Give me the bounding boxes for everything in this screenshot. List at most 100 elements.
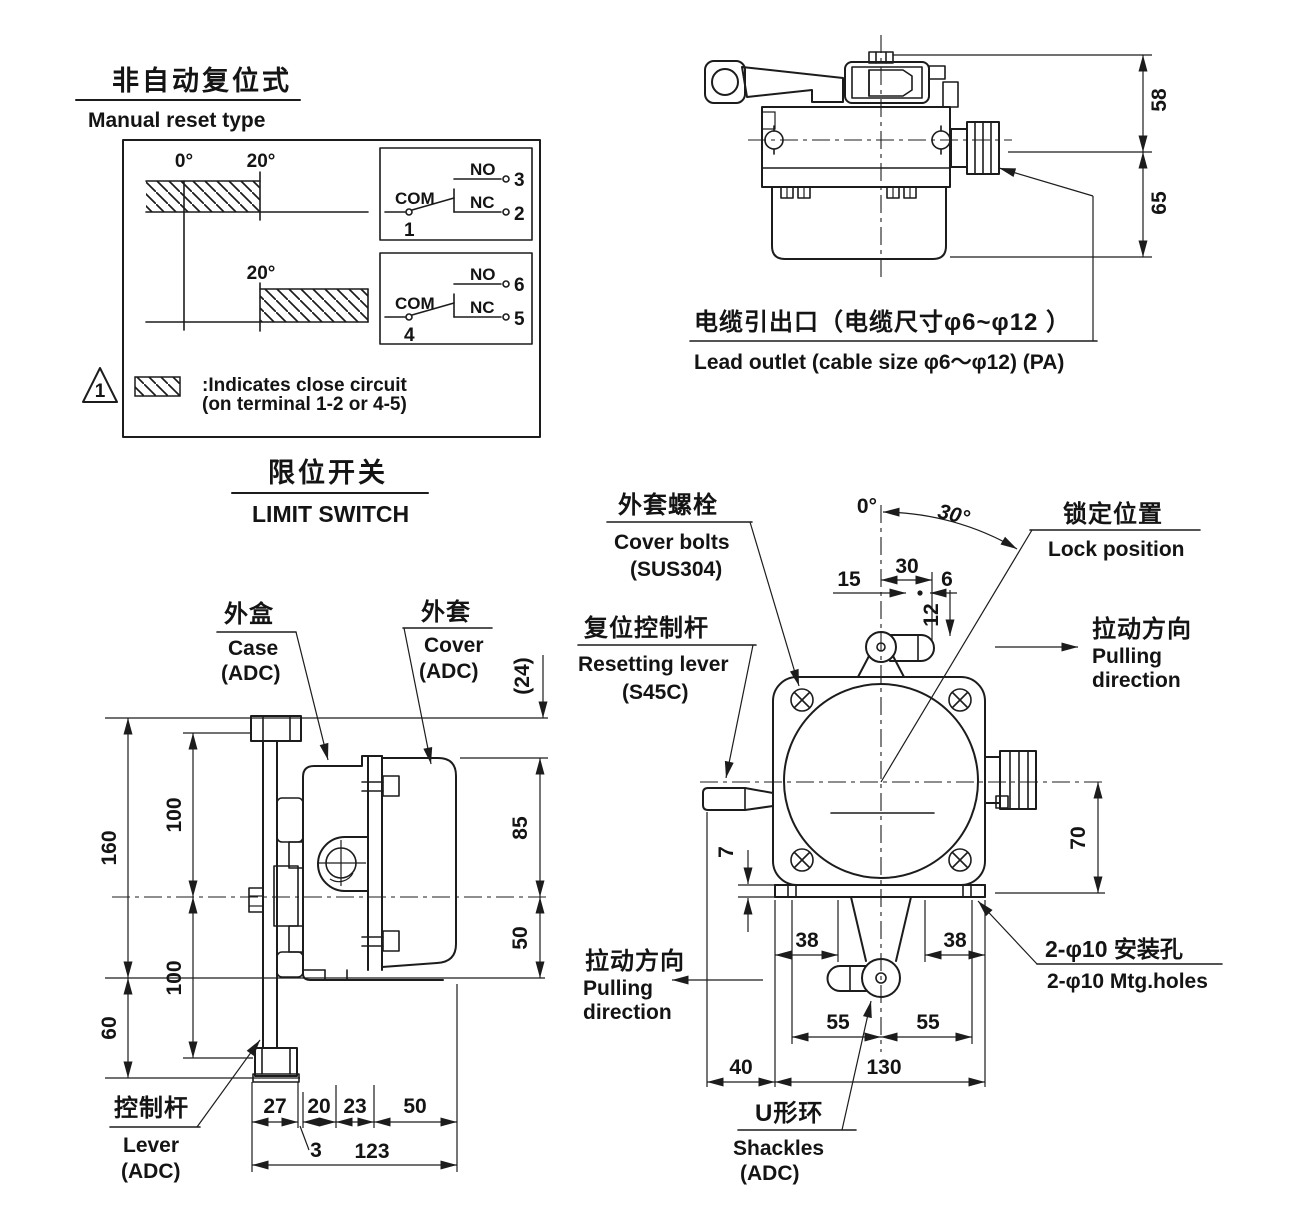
front-view-mounting-plate (774, 884, 986, 898)
cover-label: 外套 Cover (ADC) (402, 598, 493, 765)
lead-outlet-cn: 电缆引出口（电缆尺寸φ6~φ12 ） (694, 308, 1071, 336)
dim-40: 40 (729, 1056, 752, 1079)
lock-position-cn: 锁定位置 (1063, 500, 1163, 528)
mtg-holes-cn: 2-φ10 安装孔 (1045, 936, 1183, 962)
pulling-right-en2: direction (1092, 669, 1181, 692)
front-view-top-lever (857, 631, 935, 678)
dim-70: 70 (1067, 826, 1090, 849)
dim-130: 130 (866, 1056, 901, 1079)
case-label-en: Case (228, 637, 278, 660)
section-title: 限位开关 LIMIT SWITCH (231, 457, 429, 527)
cover-label-en: Cover (424, 634, 484, 657)
angle-20-label-2: 20° (247, 263, 276, 284)
manual-reset-title-cn: 非自动复位式 (112, 65, 292, 96)
dim-12: 12 (920, 603, 943, 626)
dim-100b: 100 (163, 960, 186, 995)
resetting-lever-label: 复位控制杆 Resetting lever (S45C) (577, 614, 757, 779)
terminal-6: 6 (514, 275, 525, 296)
front-view-right-dims: 70 7 (715, 782, 1105, 932)
front-view-angle: 0° 30° (857, 495, 1033, 783)
dim-23: 23 (343, 1095, 366, 1118)
lever-label-cn: 控制杆 (114, 1094, 189, 1122)
manual-reset-panel: 非自动复位式 Manual reset type 0° 20° 20° NO (75, 65, 541, 438)
pulling-left-en1: Pulling (583, 977, 653, 1000)
lever-label: 控制杆 Lever (ADC) (109, 1039, 261, 1183)
pulling-direction-right-cn: 拉动方向 (1092, 615, 1192, 643)
nc-label-2: NC (470, 298, 495, 317)
side-view-lever (248, 715, 302, 1083)
dim-123: 123 (354, 1140, 389, 1163)
pulling-direction-right: 拉动方向 Pulling direction (995, 615, 1192, 692)
product-title-cn: 限位开关 (268, 457, 388, 488)
cover-bolts-label: 外套螺栓 Cover bolts (SUS304) (606, 491, 800, 687)
lock-position-en: Lock position (1048, 538, 1185, 561)
shackles-en: Shackles (733, 1137, 824, 1160)
side-view-mechanism (273, 797, 304, 978)
no-label-2: NO (470, 265, 496, 284)
side-view-dimensions: 160 60 100 100 (24) 85 50 27 (98, 655, 548, 1172)
dim-55a: 55 (826, 1011, 850, 1034)
cover-bolt-top-right (948, 688, 972, 712)
resetting-lever-en: Resetting lever (578, 653, 729, 676)
lever-material: (ADC) (121, 1160, 180, 1183)
top-view-dimensions: 58 65 (893, 54, 1171, 258)
dim-24: (24) (511, 657, 534, 694)
front-view-top-dims: 30 15 6 12 (833, 555, 957, 640)
case-material: (ADC) (221, 662, 280, 685)
close-circuit-note: 1 :Indicates close circuit (on terminal … (82, 367, 408, 415)
shackles-label: U形环 Shackles (ADC) (733, 1000, 872, 1185)
cover-bolt-bottom-left (790, 848, 814, 872)
dim-85: 85 (509, 816, 532, 840)
top-view-body (761, 106, 951, 260)
top-view-head (844, 51, 959, 108)
front-view-body (772, 676, 986, 886)
com-label-2: COM (395, 294, 435, 313)
note-line-1: :Indicates close circuit (202, 375, 408, 396)
mtg-holes-label: 2-φ10 安装孔 2-φ10 Mtg.holes (977, 900, 1223, 993)
timing-diagram-1: 0° 20° (145, 151, 369, 331)
cover-material: (ADC) (419, 660, 478, 683)
dim-38b: 38 (943, 929, 967, 952)
lever-label-en: Lever (123, 1134, 179, 1157)
dim-3: 3 (310, 1139, 322, 1162)
dim-50: 50 (509, 926, 532, 949)
terminal-4: 4 (404, 325, 415, 346)
terminal-3: 3 (514, 170, 525, 191)
dim-100a: 100 (163, 797, 186, 832)
mtg-holes-en: 2-φ10 Mtg.holes (1047, 970, 1208, 993)
cover-bolts-cn: 外套螺栓 (618, 491, 718, 519)
cover-bolt-bottom-right (948, 848, 972, 872)
dim-60: 60 (98, 1016, 121, 1039)
timing-diagram-2: 20° (145, 263, 369, 332)
dim-7: 7 (715, 846, 738, 858)
top-view: 58 65 电缆引出口（电缆尺寸φ6~φ12 ） Lead outlet (ca… (689, 35, 1171, 374)
side-view-case (302, 755, 444, 981)
dim-6: 6 (941, 568, 953, 591)
front-view-shackle (826, 896, 912, 998)
side-view: 160 60 100 100 (24) 85 50 27 (98, 598, 548, 1183)
product-title-en: LIMIT SWITCH (252, 501, 409, 527)
circuit-diagram-1: NO 3 COM NC 2 1 (379, 147, 533, 241)
angle-0: 0° (857, 495, 877, 518)
dim-65: 65 (1148, 191, 1171, 215)
top-view-cable-gland (950, 121, 1000, 175)
cover-bolt-top-left (790, 688, 814, 712)
case-label: 外盒 Case (ADC) (216, 600, 329, 761)
shackles-material: (ADC) (740, 1162, 799, 1185)
com-label: COM (395, 189, 435, 208)
dim-50b: 50 (403, 1095, 426, 1118)
front-view-bottom-dims: 38 38 55 55 40 130 (706, 812, 986, 1087)
cover-bolts-material: (SUS304) (630, 558, 722, 581)
pulling-left-en2: direction (583, 1001, 672, 1024)
resetting-lever-material: (S45C) (622, 681, 689, 704)
terminal-5: 5 (514, 309, 525, 330)
case-label-cn: 外盒 (224, 600, 274, 628)
dim-55b: 55 (916, 1011, 940, 1034)
angle-20-label: 20° (247, 151, 276, 172)
dim-38a: 38 (795, 929, 819, 952)
nc-label: NC (470, 193, 495, 212)
dim-58: 58 (1148, 88, 1171, 112)
top-view-lever (704, 60, 844, 104)
